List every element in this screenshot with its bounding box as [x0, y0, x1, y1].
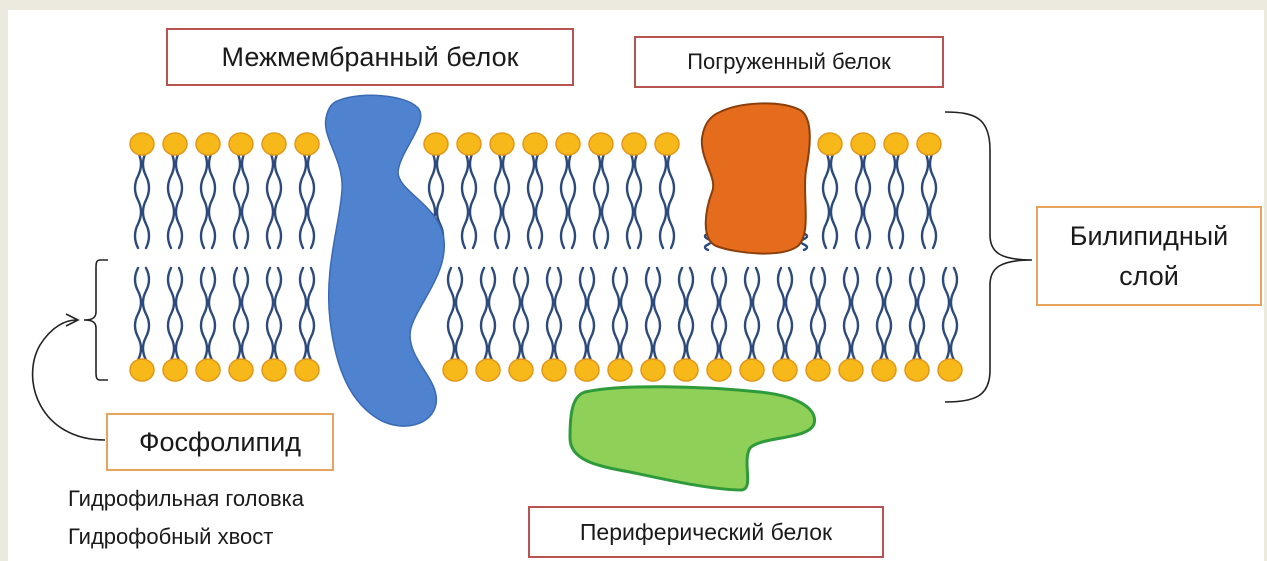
lipid-head	[905, 359, 929, 381]
legend-hydrophobic-tail: Гидрофобный хвост	[68, 524, 273, 550]
lipid-head	[130, 133, 154, 155]
lipid-head	[575, 359, 599, 381]
lipid-head	[872, 359, 896, 381]
lipid-head	[608, 359, 632, 381]
lipid-head	[884, 133, 908, 155]
lipid-head	[740, 359, 764, 381]
lipid-head	[229, 359, 253, 381]
lipid-head	[818, 133, 842, 155]
lipid-head	[806, 359, 830, 381]
lipid-head	[641, 359, 665, 381]
lipid-head	[917, 133, 941, 155]
embedded-protein-label: Погруженный белок	[634, 36, 944, 88]
lipid-head	[295, 359, 319, 381]
lipid-head	[622, 133, 646, 155]
lipid-head	[163, 133, 187, 155]
lipid-head	[851, 133, 875, 155]
embedded-protein	[702, 103, 810, 253]
lipid-head	[295, 133, 319, 155]
lipid-head	[457, 133, 481, 155]
lipid-head	[130, 359, 154, 381]
peripheral-protein-label: Периферический белок	[528, 506, 884, 558]
transmembrane-protein-label: Межмембранный белок	[166, 28, 574, 86]
lipid-head	[163, 359, 187, 381]
lipid-head	[839, 359, 863, 381]
lipid-head	[707, 359, 731, 381]
lipid-head	[542, 359, 566, 381]
lipid-head	[556, 133, 580, 155]
lipid-head	[196, 359, 220, 381]
lipid-head	[509, 359, 533, 381]
lipid-head	[589, 133, 613, 155]
lipid-head	[655, 133, 679, 155]
bilayer-label: Билипидный слой	[1036, 206, 1262, 306]
lipid-head	[229, 133, 253, 155]
legend-hydrophilic-head: Гидрофильная головка	[68, 486, 304, 512]
lipid-head	[490, 133, 514, 155]
lipid-head	[523, 133, 547, 155]
lipid-head	[773, 359, 797, 381]
lipid-head	[262, 359, 286, 381]
lipid-head	[674, 359, 698, 381]
lipid-head	[262, 133, 286, 155]
lipid-head	[476, 359, 500, 381]
lipid-head	[443, 359, 467, 381]
lipid-head	[938, 359, 962, 381]
lipid-head	[424, 133, 448, 155]
phospholipid-label: Фосфолипид	[106, 413, 334, 471]
lipid-head	[196, 133, 220, 155]
